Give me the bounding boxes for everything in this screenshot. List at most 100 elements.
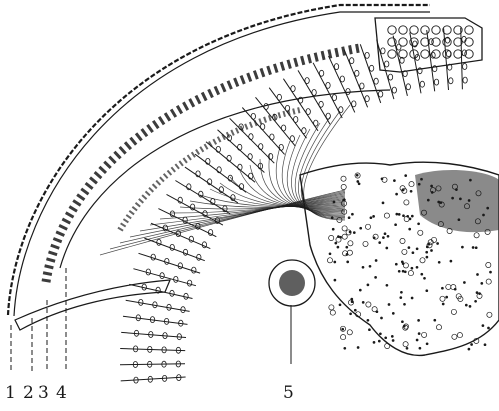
ganglion-cell [348, 241, 353, 246]
ganglion-cell [375, 276, 377, 278]
ganglion-cell [401, 261, 403, 263]
ganglion-cell [411, 215, 413, 217]
ganglion-cell [438, 261, 440, 263]
ganglion-cell [419, 347, 421, 349]
ganglion-cell [329, 305, 334, 310]
ganglion-cell [358, 183, 360, 185]
ganglion-cell [465, 304, 467, 306]
ganglion-cell [418, 183, 420, 185]
ganglion-cell [342, 328, 344, 330]
ganglion-cell [333, 201, 335, 203]
cell-nucleus [326, 113, 330, 119]
cell-nucleus [208, 230, 212, 236]
ganglion-cell [408, 271, 413, 276]
ganglion-cell [342, 234, 347, 239]
cell-column [139, 253, 201, 273]
ganglion-cell [354, 309, 356, 311]
cell-column [313, 63, 342, 118]
ganglion-cell [384, 233, 386, 235]
ganglion-cell [441, 287, 443, 289]
cell-nucleus [352, 101, 356, 107]
label-4: 4 [56, 385, 67, 402]
ganglion-cell [392, 312, 394, 314]
ganglion-cell [457, 333, 462, 338]
ganglion-cell [330, 310, 335, 315]
cell-nucleus [434, 79, 438, 85]
cap-cell [432, 26, 440, 34]
ganglion-cell [396, 193, 398, 195]
cell-nucleus [170, 211, 174, 217]
ganglion-cell [431, 191, 433, 193]
cell-nucleus [463, 64, 467, 70]
ganglion-cell [401, 321, 403, 323]
ganglion-cell [402, 270, 404, 272]
cell-nucleus [157, 239, 161, 245]
cap-cell [443, 38, 451, 46]
cap-cell [410, 26, 418, 34]
ganglion-cell [362, 301, 364, 303]
cell-column [121, 332, 186, 337]
ganglion-cell [455, 189, 457, 191]
label-3: 3 [38, 385, 49, 402]
ganglion-cell [468, 348, 470, 350]
ganglion-cell [393, 180, 395, 182]
ganglion-cell [400, 291, 402, 293]
label-2: 2 [23, 385, 34, 402]
ganglion-cell [452, 197, 454, 199]
ganglion-cell [437, 243, 439, 245]
cell-nucleus [202, 242, 206, 248]
ganglion-cell [379, 242, 381, 244]
ganglion-cell [404, 303, 406, 305]
ganglion-cell [404, 200, 409, 205]
cap-cell [465, 38, 473, 46]
ganglion-cell [378, 340, 380, 342]
cell-nucleus [183, 249, 187, 255]
ganglion-cell [334, 279, 336, 281]
cell-nucleus [340, 76, 344, 82]
cell-nucleus [268, 154, 272, 160]
ganglion-cell [396, 213, 398, 215]
ganglion-cell [488, 327, 490, 329]
ganglion-cell [409, 182, 414, 187]
cuticle-band [14, 12, 430, 316]
ganglion-cell [486, 279, 491, 284]
ganglion-cell [459, 198, 461, 200]
ganglion-cell [482, 325, 484, 327]
ganglion-cell [476, 292, 478, 294]
outer-capsule [8, 5, 430, 315]
ganglion-cell [474, 233, 479, 238]
cell-nucleus [346, 89, 350, 95]
cell-column [329, 56, 355, 113]
cell-nucleus [305, 78, 309, 84]
nerve-fiber [130, 194, 345, 237]
cell-nucleus [319, 70, 323, 76]
label-5: 5 [283, 385, 294, 402]
cell-nucleus [332, 95, 336, 101]
ganglion-cell [406, 347, 408, 349]
cell-nucleus [355, 70, 359, 76]
ganglion-cell [403, 263, 408, 268]
ganglion-cell [426, 290, 428, 292]
cap-cell [432, 50, 440, 58]
ganglion-cell [416, 248, 418, 250]
ganglion-cell [368, 329, 370, 331]
ganglion-cell [450, 260, 452, 262]
ganglion-cell [337, 236, 339, 238]
cell-nucleus [314, 120, 318, 126]
cell-column [126, 300, 190, 311]
ganglion-cell [490, 271, 492, 273]
ganglion-cell [416, 266, 418, 268]
ganglion-cell [451, 285, 456, 290]
cell-nucleus [388, 74, 392, 80]
ganglion-cell [353, 232, 355, 234]
ganglion-cell [411, 267, 413, 269]
ganglion-cell [469, 305, 471, 307]
ganglion-cell [337, 246, 339, 248]
ganglion-cell [446, 284, 451, 289]
cell-nucleus [392, 87, 396, 93]
cell-nucleus [260, 124, 264, 130]
ganglion-cell [351, 213, 353, 215]
ganglion-cell [400, 238, 405, 243]
ganglion-cell [346, 246, 348, 248]
ganglion-cell [481, 282, 483, 284]
